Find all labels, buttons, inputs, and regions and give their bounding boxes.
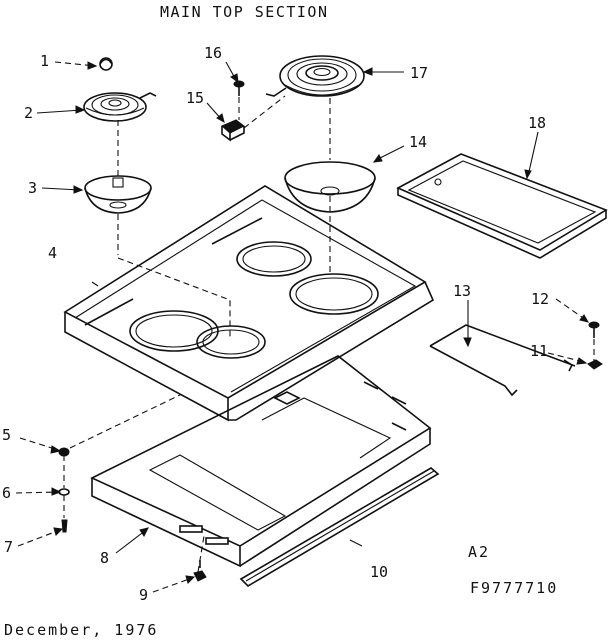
callout-1: 1	[40, 52, 49, 70]
leader-lines	[15, 61, 590, 593]
callout-13: 13	[453, 282, 471, 300]
callout-6: 6	[2, 484, 11, 502]
part-5-nut	[58, 447, 70, 457]
diagram-title: MAIN TOP SECTION	[160, 3, 329, 21]
callout-17: 17	[410, 64, 428, 82]
part-17-large-element	[265, 55, 365, 97]
callout-16: 16	[204, 44, 222, 62]
part-1-ring	[99, 57, 113, 71]
part-2-small-element	[83, 92, 157, 122]
part-14-large-drip-bowl	[284, 161, 376, 213]
part-13-wire-bracket	[429, 324, 576, 397]
callout-8: 8	[100, 549, 109, 567]
part-16-screw	[233, 80, 245, 96]
part-number: F9777710	[470, 579, 558, 597]
date-label: December, 1976	[4, 621, 158, 639]
callout-5: 5	[2, 426, 11, 444]
part-3-small-drip-bowl	[84, 175, 152, 214]
code-a2: A2	[468, 543, 490, 561]
callout-7: 7	[4, 538, 13, 556]
callout-4: 4	[48, 244, 57, 262]
callout-2: 2	[24, 104, 33, 122]
callout-9: 9	[139, 586, 148, 604]
part-10-trim-strip	[239, 467, 440, 588]
callout-3: 3	[28, 179, 37, 197]
part-8-bottom-pan	[90, 355, 432, 568]
assembly-lines	[63, 95, 595, 573]
part-11-clip	[587, 359, 603, 370]
callout-labels: 1 2 3 4 5 6 7 8 9 10 11 12 13 14 15 16 1…	[2, 44, 549, 604]
part-4-main-top	[63, 185, 435, 422]
part-7-screw	[61, 519, 68, 533]
callout-14: 14	[409, 133, 427, 151]
part-9-screw	[193, 560, 207, 582]
callout-15: 15	[186, 89, 204, 107]
part-12-screw	[588, 321, 600, 338]
callout-12: 12	[531, 290, 549, 308]
callout-18: 18	[528, 114, 546, 132]
part-15-terminal-block	[221, 119, 245, 142]
part-18-cover-tray	[396, 153, 608, 259]
callout-11: 11	[530, 342, 548, 360]
callout-10: 10	[370, 563, 388, 581]
